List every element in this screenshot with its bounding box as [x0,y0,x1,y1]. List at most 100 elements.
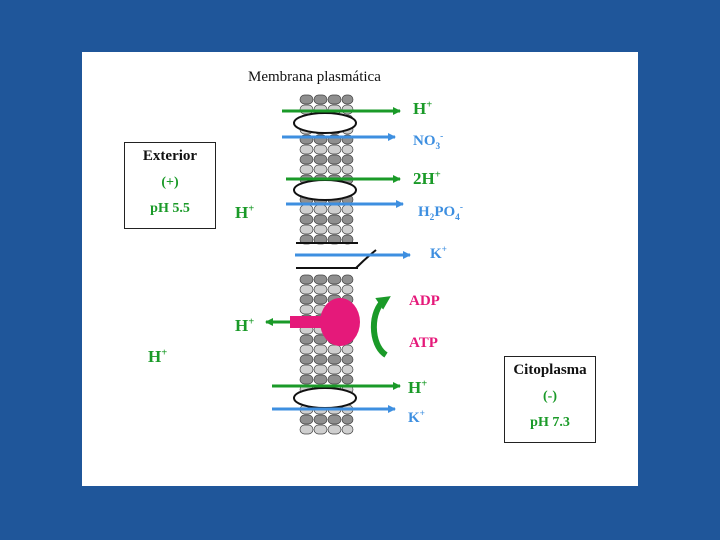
membrane-helix [313,414,328,425]
membrane-helix [327,214,342,225]
ion-label-h-pump: H+ [235,316,255,335]
membrane-helix [313,344,328,355]
membrane-helix-row [299,94,354,105]
membrane-helix [299,354,314,365]
membrane-helix [313,424,328,435]
membrane-helix-row [299,364,354,375]
membrane-helix [313,294,328,305]
membrane-helix [299,304,314,315]
membrane-helix [313,214,328,225]
ion-label-no3: NO3- [413,132,444,152]
ion-label-k-1: K+ [430,245,447,262]
membrane-helix [341,94,354,105]
membrane-segments [299,94,354,435]
membrane-title: Membrana plasmática [248,69,381,85]
membrane-helix [313,164,328,175]
ion-label-h-1: H+ [413,99,433,118]
membrane-helix [341,364,354,375]
membrane-helix [341,154,354,165]
membrane-helix-row [299,424,354,435]
membrane-helix [327,224,342,235]
membrane-helix [299,414,314,425]
pump-head [320,298,360,346]
membrane-helix [327,344,342,355]
membrane-helix [299,424,314,435]
membrane-helix [327,364,342,375]
ion-label-h-far: H+ [148,347,168,366]
membrane-helix [313,224,328,235]
cytoplasm-label: Citoplasma [513,362,587,378]
membrane-helix [341,424,354,435]
membrane-helix-row [299,284,354,295]
membrane-helix-row [299,414,354,425]
membrane-helix [327,144,342,155]
membrane-helix-row [299,214,354,225]
membrane-helix [341,284,354,295]
membrane-helix [341,144,354,155]
membrane-helix [327,94,342,105]
membrane-helix-row [299,154,354,165]
membrane-helix [327,354,342,365]
membrane-helix [313,154,328,165]
ion-label-h-left: H+ [235,203,255,222]
membrane-helix [327,374,342,385]
membrane-helix [299,154,314,165]
ion-label-h2po4: H2PO4- [418,203,463,223]
membrane-helix-row [299,164,354,175]
exterior-label: Exterior [142,148,198,164]
adp-label: ADP [409,293,440,309]
membrane-helix [327,164,342,175]
membrane-helix [299,164,314,175]
membrane-helix [341,214,354,225]
membrane-helix [341,344,354,355]
exterior-charge: (+) [161,175,179,190]
membrane-helix [299,214,314,225]
membrane-helix-row [299,274,354,285]
membrane-helix-row [299,374,354,385]
membrane-helix-row [299,344,354,355]
cytoplasm-ph: pH 7.3 [530,415,570,430]
membrane-helix [313,274,328,285]
membrane-helix [313,94,328,105]
ion-label-k-2: K+ [408,409,425,426]
membrane-helix [299,144,314,155]
membrane-helix [299,344,314,355]
membrane-helix [341,374,354,385]
membrane-helix [327,154,342,165]
atp-label: ATP [409,335,438,351]
ion-label-h-2: H+ [408,378,428,397]
transporter-ellipse-1 [293,112,357,134]
membrane-helix [299,284,314,295]
membrane-helix [299,364,314,375]
membrane-helix [341,354,354,365]
ion-label-2h: 2H+ [413,169,441,188]
membrane-helix-row [299,204,354,215]
membrane-helix [313,204,328,215]
exterior-ph: pH 5.5 [150,201,190,216]
membrane-helix [299,94,314,105]
membrane-helix [299,374,314,385]
membrane-helix [341,204,354,215]
membrane-helix [327,414,342,425]
membrane-helix [299,224,314,235]
membrane-helix [313,144,328,155]
membrane-helix [341,414,354,425]
membrane-helix [327,204,342,215]
membrane-helix [299,204,314,215]
membrane-helix [341,274,354,285]
membrane-helix [313,354,328,365]
membrane-helix-row [299,354,354,365]
membrane-helix [299,274,314,285]
channel-gate [355,249,377,269]
cytoplasm-charge: (-) [543,389,557,404]
membrane-helix [313,374,328,385]
membrane-helix-row [299,224,354,235]
transporter-ellipse-3 [293,387,357,409]
transporter-ellipse-2 [293,179,357,201]
cytoplasm-box: Citoplasma (-) pH 7.3 [504,356,596,443]
membrane-helix [327,284,342,295]
membrane-helix-row [299,144,354,155]
membrane-helix-row [299,234,354,245]
membrane-helix [313,364,328,375]
